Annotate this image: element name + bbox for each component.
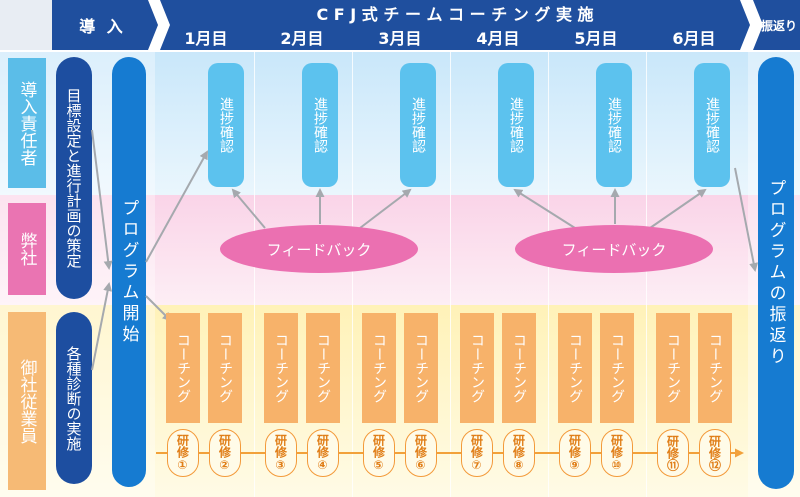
month-label-4: 4月目 — [476, 29, 520, 48]
arrow-feedback-to-progress-4 — [513, 188, 576, 229]
month-label-2: 2月目 — [280, 29, 324, 48]
feedback-ellipse: フィードバック — [515, 225, 713, 273]
training-badge: 研修⑨ — [559, 429, 591, 477]
training-badge: 研修⑦ — [461, 429, 493, 477]
month-label-3: 3月目 — [378, 29, 422, 48]
coaching-box: コーチング — [264, 313, 298, 423]
coaching-box: コーチング — [558, 313, 592, 423]
progress-check-box: 進捗確認 — [694, 63, 730, 187]
coaching-box: コーチング — [600, 313, 634, 423]
coaching-box: コーチング — [166, 313, 200, 423]
intro-header-label: 導 入 — [79, 17, 126, 36]
header-shapes — [52, 0, 800, 50]
arrow-goal-to-start — [91, 129, 113, 270]
goal-planning-pill: 目標設定と進行計画の策定 — [56, 57, 92, 299]
program-start-pill: プログラム開始 — [112, 57, 146, 487]
role-company: 弊社 — [8, 203, 46, 295]
month-separator — [548, 52, 549, 497]
training-badge: 研修① — [167, 429, 199, 477]
month-separator — [352, 52, 353, 497]
progress-check-box: 進捗確認 — [596, 63, 632, 187]
coaching-box: コーチング — [362, 313, 396, 423]
month-label-6: 6月目 — [672, 29, 716, 48]
coaching-box: コーチング — [502, 313, 536, 423]
program-review-pill: プログラムの振返り — [758, 57, 794, 489]
arrow-progress-to-review — [734, 167, 759, 272]
arrow-feedback-to-progress-6 — [649, 188, 707, 229]
progress-check-box: 進捗確認 — [498, 63, 534, 187]
arrow-start-to-progress — [145, 150, 208, 263]
coaching-box: コーチング — [698, 313, 732, 423]
intro-header-arrow — [52, 0, 158, 50]
review-header-label: 振返り — [760, 18, 797, 33]
header-corner — [0, 0, 52, 50]
training-badge: 研修③ — [265, 429, 297, 477]
progress-check-box: 進捗確認 — [302, 63, 338, 187]
coaching-box: コーチング — [404, 313, 438, 423]
training-badge: 研修⑫ — [699, 429, 731, 477]
month-separator — [450, 52, 451, 497]
implementation-header-arrow — [160, 0, 750, 50]
training-badge: 研修④ — [307, 429, 339, 477]
coaching-box: コーチング — [306, 313, 340, 423]
role-manager: 導入責任者 — [8, 58, 46, 188]
coaching-box: コーチング — [460, 313, 494, 423]
coaching-box: コーチング — [656, 313, 690, 423]
training-badge: 研修⑤ — [363, 429, 395, 477]
implementation-title: C F J 式 チ ー ム コ ー チ ン グ 実 施 — [316, 5, 594, 24]
feedback-ellipse: フィードバック — [220, 225, 418, 273]
month-separator — [254, 52, 255, 497]
arrow-feedback-to-progress-3 — [359, 188, 412, 229]
diagnostics-pill: 各種診断の実施 — [56, 312, 92, 484]
month-separator — [646, 52, 647, 497]
training-badge: 研修⑧ — [503, 429, 535, 477]
arrow-diagnostics-to-start — [91, 282, 113, 371]
progress-check-box: 進捗確認 — [400, 63, 436, 187]
month-label-1: 1月目 — [184, 29, 228, 48]
progress-check-box: 進捗確認 — [208, 63, 244, 187]
training-badge: 研修⑥ — [405, 429, 437, 477]
arrow-feedback-to-progress-1 — [231, 188, 266, 229]
role-employees: 御社従業員 — [8, 312, 46, 490]
training-badge: 研修⑩ — [601, 429, 633, 477]
training-badge: 研修② — [209, 429, 241, 477]
month-label-5: 5月目 — [574, 29, 618, 48]
coaching-box: コーチング — [208, 313, 242, 423]
training-badge: 研修⑪ — [657, 429, 689, 477]
review-header-box — [753, 0, 800, 50]
